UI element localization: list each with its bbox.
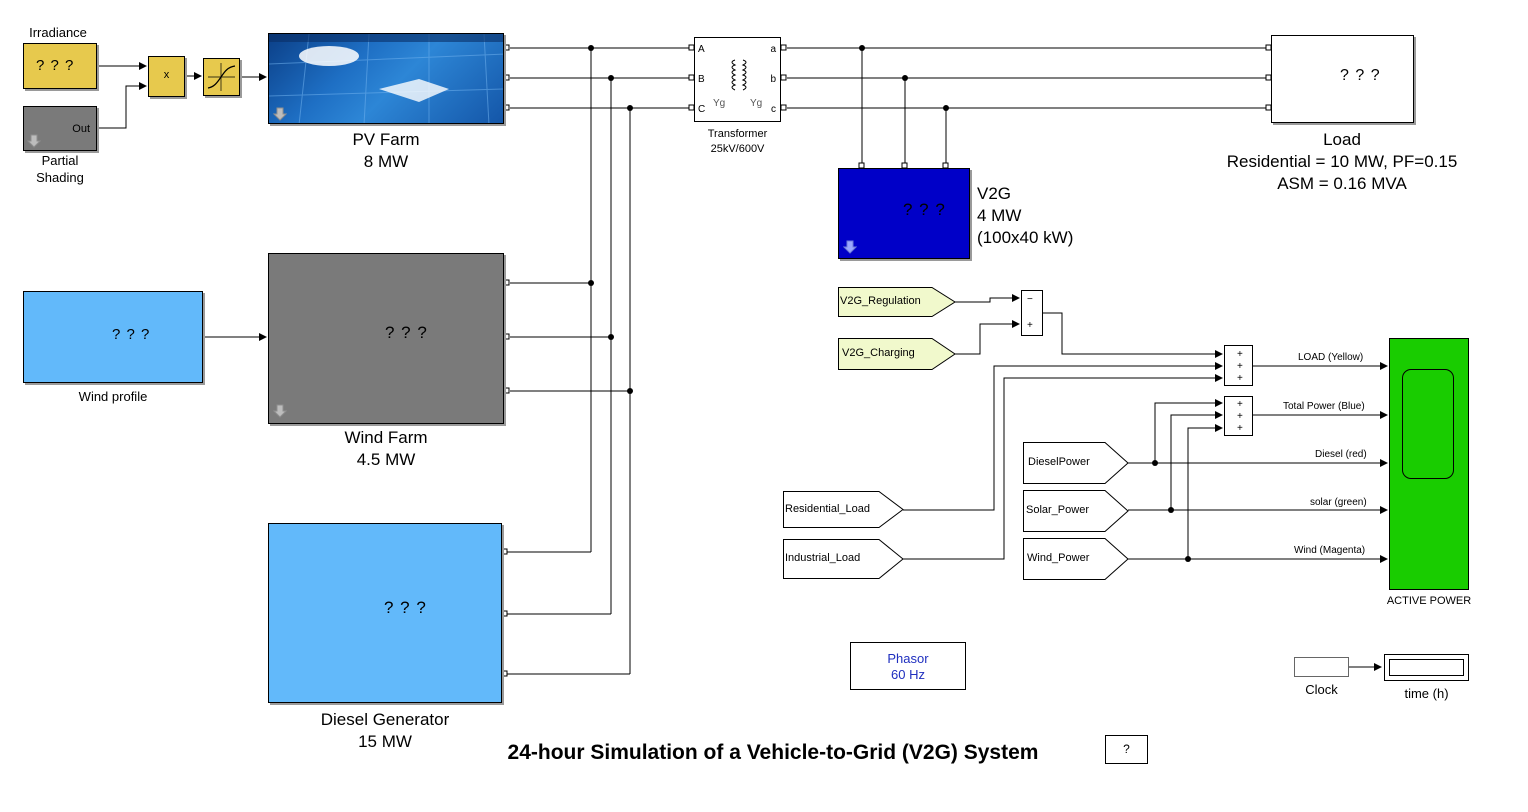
subsystem-arrow-icon <box>27 134 41 148</box>
page-title: 24-hour Simulation of a Vehicle-to-Grid … <box>507 741 1039 764</box>
signal-label-solar: solar (green) <box>1310 497 1367 508</box>
transformer-port-B: B <box>698 74 705 85</box>
wind-profile-label: Wind profile <box>78 389 148 404</box>
tag-text: Industrial_Load <box>785 552 861 564</box>
from-tag-industrial-load[interactable]: Industrial_Load <box>783 539 904 579</box>
sum-sign: + <box>1027 320 1033 331</box>
subsystem-arrow-icon <box>273 404 287 418</box>
v2g-block[interactable]: ? ? ? <box>838 168 970 259</box>
signal-label-load: LOAD (Yellow) <box>1298 352 1364 363</box>
scope-label: ACTIVE POWER <box>1386 595 1472 607</box>
irradiance-value: ? ? ? <box>36 57 75 74</box>
transformer-coil-icon <box>731 59 747 91</box>
tag-text: V2G_Charging <box>842 347 915 359</box>
active-power-scope[interactable] <box>1389 338 1469 590</box>
load-value: ? ? ? <box>1340 67 1381 84</box>
transformer-port-a: a <box>770 44 776 55</box>
solar-panel-image <box>269 34 503 123</box>
clock-block[interactable] <box>1294 657 1349 677</box>
from-tag-v2g-regulation[interactable]: V2G_Regulation <box>838 287 956 317</box>
subsystem-arrow-icon <box>843 240 857 254</box>
tag-text: Wind_Power <box>1027 552 1090 564</box>
saturation-block[interactable] <box>203 58 240 96</box>
signal-label-wind: Wind (Magenta) <box>1294 545 1366 556</box>
from-tag-solar-power[interactable]: Solar_Power <box>1023 490 1129 532</box>
from-tag-diesel-power[interactable]: DieselPower <box>1023 442 1129 484</box>
transformer-port-c: c <box>771 104 776 115</box>
help-button[interactable]: ? <box>1105 735 1148 764</box>
irradiance-block[interactable]: ? ? ? <box>23 43 97 89</box>
time-display-label: time (h) <box>1404 686 1449 701</box>
saturation-curve-icon <box>207 63 236 91</box>
irradiance-label: Irradiance <box>29 25 87 40</box>
sum-sign: + <box>1237 373 1243 384</box>
sum-sign: + <box>1237 399 1243 410</box>
product-block[interactable]: x <box>148 56 185 97</box>
transformer-winding-right: Yg <box>750 98 763 109</box>
clock-label: Clock <box>1305 682 1338 697</box>
tag-text: V2G_Regulation <box>840 295 921 307</box>
diesel-generator-block[interactable]: ? ? ? <box>268 523 502 703</box>
transformer-port-b: b <box>770 74 776 85</box>
sum-sign: + <box>1237 411 1243 422</box>
wind-farm-block[interactable]: ? ? ? <box>268 253 504 424</box>
signal-label-diesel: Diesel (red) <box>1315 449 1367 460</box>
subsystem-arrow-icon <box>273 107 287 121</box>
from-tag-residential-load[interactable]: Residential_Load <box>783 491 904 528</box>
display-screen <box>1389 659 1464 676</box>
transformer-block[interactable]: A B C a b c Yg Yg <box>694 37 781 122</box>
signal-label-total: Total Power (Blue) <box>1283 401 1365 412</box>
product-symbol: x <box>163 69 170 81</box>
partial-shading-block[interactable]: Out <box>23 106 97 151</box>
partial-shading-port: Out <box>72 123 90 135</box>
transformer-port-A: A <box>698 44 705 55</box>
tag-text: Solar_Power <box>1026 504 1089 516</box>
wind-profile-block[interactable]: ? ? ? <box>23 291 203 383</box>
tag-text: Residential_Load <box>785 503 871 515</box>
from-tag-v2g-charging[interactable]: V2G_Charging <box>838 338 956 370</box>
pv-farm-block[interactable] <box>268 33 504 124</box>
transformer-winding-left: Yg <box>713 98 726 109</box>
v2g-value: ? ? ? <box>903 200 946 219</box>
sum-sign: + <box>1237 349 1243 360</box>
from-tag-wind-power[interactable]: Wind_Power <box>1023 538 1129 580</box>
wind-farm-value: ? ? ? <box>385 323 428 342</box>
sum-block-load[interactable]: + + + <box>1224 345 1253 386</box>
load-block[interactable]: ? ? ? <box>1271 35 1414 123</box>
transformer-port-C: C <box>698 104 706 115</box>
sum-sign: − <box>1027 294 1033 305</box>
tag-text: DieselPower <box>1028 456 1090 468</box>
sum-sign: + <box>1237 361 1243 372</box>
wind-profile-value: ? ? ? <box>112 326 151 343</box>
diesel-value: ? ? ? <box>384 598 427 617</box>
sum-block-total-power[interactable]: + + + <box>1224 396 1253 436</box>
sum-sign: + <box>1237 423 1243 434</box>
time-display-block[interactable] <box>1384 654 1469 681</box>
scope-screen-icon <box>1402 369 1454 479</box>
sum-block-v2g[interactable]: − + <box>1021 290 1043 336</box>
